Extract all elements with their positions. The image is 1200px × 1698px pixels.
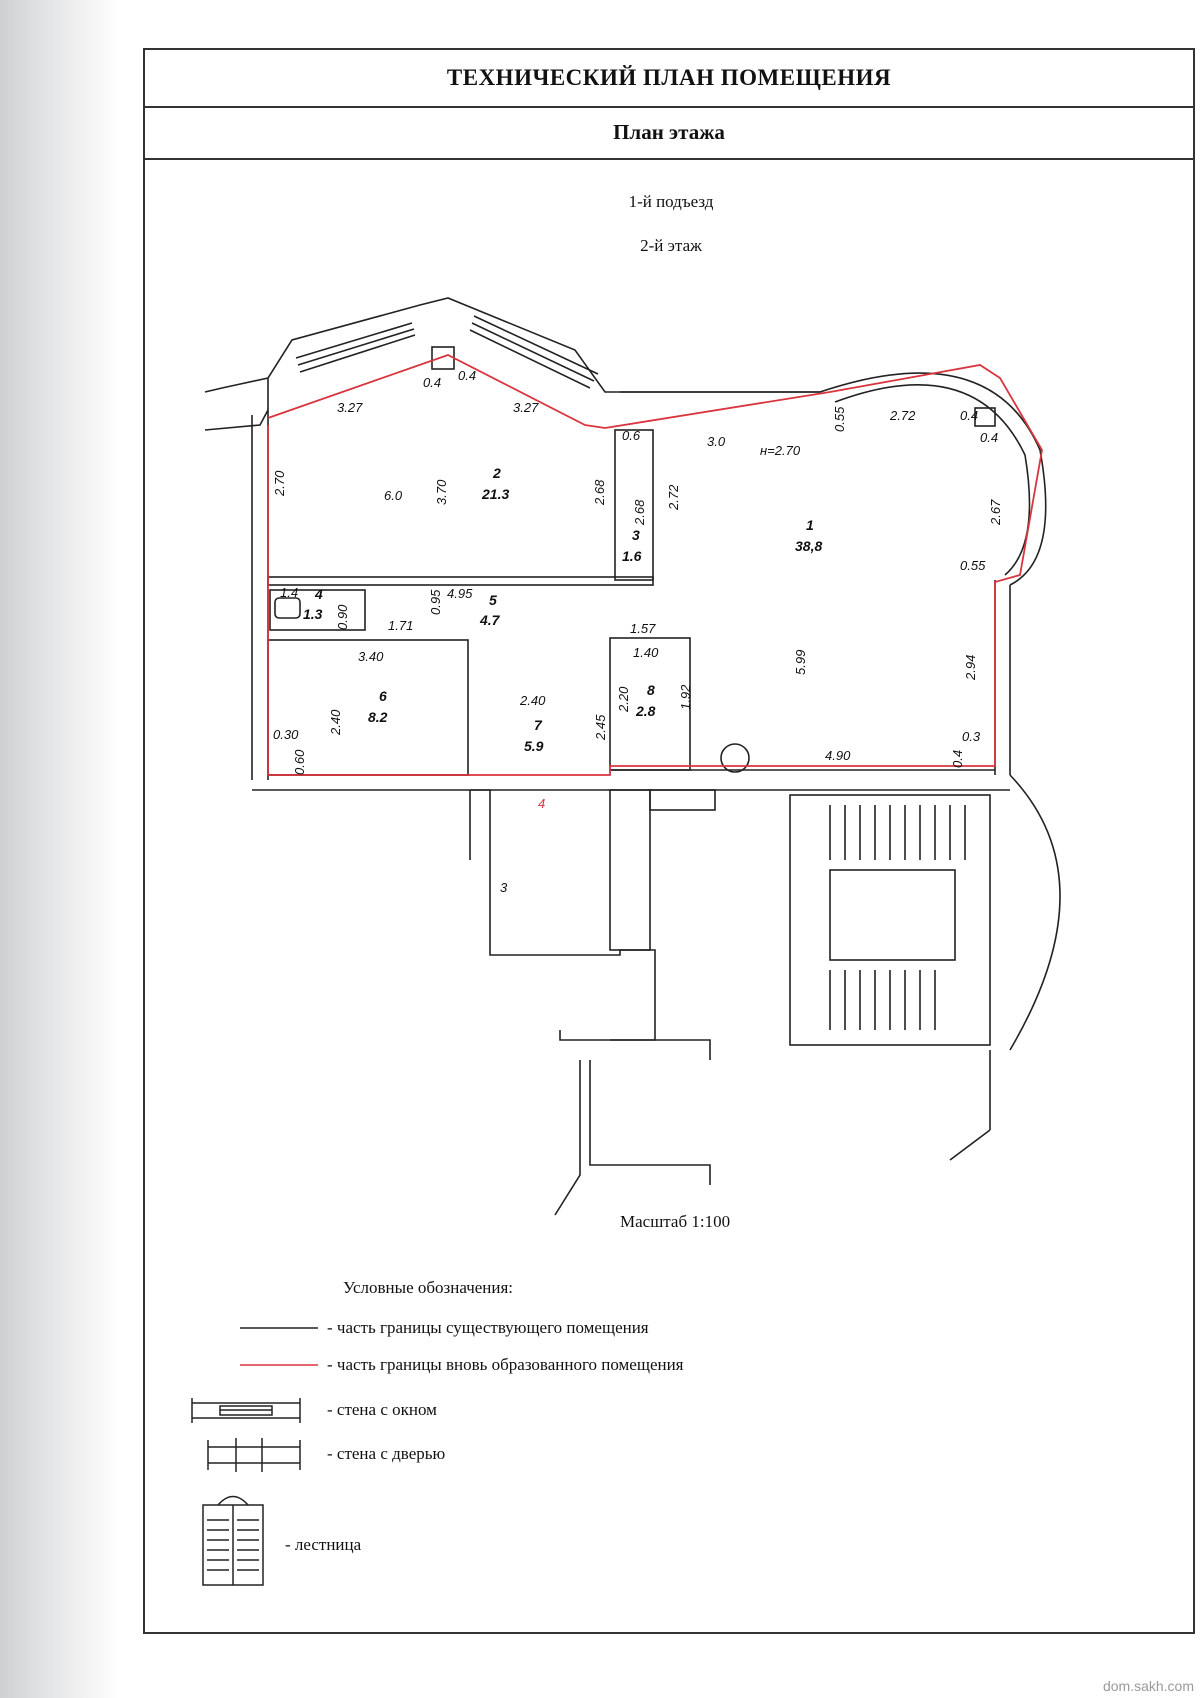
dim-label: 0.4 <box>980 430 998 445</box>
watermark: dom.sakh.com <box>1102 1678 1194 1694</box>
dim-label: 3.40 <box>358 649 384 664</box>
room7-number: 7 <box>534 717 543 733</box>
room3-closet <box>614 429 654 581</box>
room8-walls <box>609 637 691 771</box>
legend-existing-text: - часть границы существующего помещения <box>327 1318 649 1337</box>
dim-label: 3.27 <box>337 400 363 415</box>
room3-area: 1.6 <box>622 548 642 564</box>
dim-label: 2.68 <box>632 499 647 526</box>
dim-label: 2.68 <box>592 479 607 506</box>
stair-treads <box>829 805 966 1030</box>
dim-label: 2.40 <box>328 709 343 736</box>
dim-label: 1.92 <box>678 684 693 710</box>
dim-label: н=2.70 <box>760 443 801 458</box>
dim-label: 2.94 <box>963 655 978 681</box>
outer-wall-top <box>204 297 820 393</box>
dim-label: 6.0 <box>384 488 403 503</box>
column-top <box>431 346 455 370</box>
dim-label: 2.70 <box>272 470 287 497</box>
dim-label: 3.27 <box>513 400 539 415</box>
wall-room2-bottom <box>267 576 654 586</box>
stairwell <box>789 794 991 1046</box>
room1-area: 38,8 <box>795 538 822 554</box>
room4-bathroom <box>269 589 366 631</box>
dim-label: 0.95 <box>428 589 443 615</box>
dim-label: 0.55 <box>960 558 986 573</box>
room2-area: 21.3 <box>481 486 509 502</box>
room8-area: 2.8 <box>635 703 656 719</box>
scale-label: Масштаб 1:100 <box>620 1212 731 1231</box>
document-frame: ТЕХНИЧЕСКИЙ ПЛАН ПОМЕЩЕНИЯ План этажа 1-… <box>143 48 1195 1634</box>
room5-area: 4.7 <box>479 612 501 628</box>
room2-number: 2 <box>492 465 501 481</box>
dim-label: 1.4 <box>280 585 298 600</box>
dim-label: 0.4 <box>458 368 476 383</box>
column-right <box>974 407 996 427</box>
outer-wall-left-stub <box>204 409 269 431</box>
stair-wall-left <box>609 789 651 951</box>
stairwell-shaft <box>829 869 956 961</box>
dim-label: 0.4 <box>960 408 978 423</box>
dim-label: 0.90 <box>335 604 350 630</box>
dim-label: 0.30 <box>273 727 299 742</box>
room7-area: 5.9 <box>524 738 544 754</box>
document-title: ТЕХНИЧЕСКИЙ ПЛАН ПОМЕЩЕНИЯ <box>145 50 1193 108</box>
legend-stair-text: - лестница <box>285 1535 362 1554</box>
room6-number: 6 <box>379 688 387 704</box>
fixture-circle <box>720 743 750 773</box>
room3-number: 3 <box>632 527 640 543</box>
document-subtitle: План этажа <box>145 106 1193 160</box>
legend-door-icon <box>207 1438 301 1472</box>
window-walls <box>295 315 820 393</box>
legend-door-text: - стена с дверью <box>327 1444 446 1463</box>
legend-title: Условные обозначения: <box>343 1278 514 1297</box>
floor-label: 2-й этаж <box>640 236 702 255</box>
legend-window-text: - стена с окном <box>327 1400 437 1419</box>
room5-number: 5 <box>489 592 497 608</box>
room4-area: 1.3 <box>303 606 323 622</box>
dim-label: 2.20 <box>616 686 631 713</box>
dim-label: 2.40 <box>519 693 546 708</box>
bay-window-wall-inner <box>834 384 1031 576</box>
dim-label: 4.95 <box>447 586 473 601</box>
stair-bay-wall <box>1009 774 1061 1051</box>
dim-label: 2.72 <box>889 408 916 423</box>
dim-label: 2.67 <box>988 499 1003 526</box>
dim-label: 0.4 <box>950 750 965 768</box>
dim-label: 0.55 <box>832 406 847 432</box>
dim-label: 5.99 <box>793 650 808 675</box>
bath-fixture <box>274 597 301 619</box>
dim-label: 1.40 <box>633 645 659 660</box>
entrance-label: 1-й подъезд <box>628 192 714 211</box>
dim-label: 0.60 <box>292 749 307 775</box>
legend-new-text: - часть границы вновь образованного поме… <box>327 1355 684 1374</box>
legend-window-icon <box>191 1398 301 1423</box>
dim-label: 2.45 <box>593 714 608 741</box>
dim-label: 1.57 <box>630 621 656 636</box>
dim-label: 2.72 <box>666 484 681 511</box>
dim-label: 3.0 <box>707 434 726 449</box>
room1-number: 1 <box>806 517 814 533</box>
bay-window-wall <box>819 372 1047 586</box>
room4-number: 4 <box>314 586 323 602</box>
dim-label: 4.90 <box>825 748 851 763</box>
dim-label: 0.6 <box>622 428 641 443</box>
corridor-mark: 3 <box>500 880 508 895</box>
corridor-walls <box>470 789 656 1041</box>
room8-number: 8 <box>647 682 655 698</box>
boundary-mark: 4 <box>538 796 545 811</box>
new-room-boundary <box>267 354 1043 776</box>
dim-label: 0.3 <box>962 729 981 744</box>
scan-page-fold-shadow <box>0 0 120 1698</box>
dim-label: 1.71 <box>388 618 413 633</box>
legend-stair-icon <box>202 1495 264 1586</box>
room6-area: 8.2 <box>368 709 388 725</box>
dim-label: 3.70 <box>434 479 449 505</box>
dim-label: 0.4 <box>423 375 441 390</box>
